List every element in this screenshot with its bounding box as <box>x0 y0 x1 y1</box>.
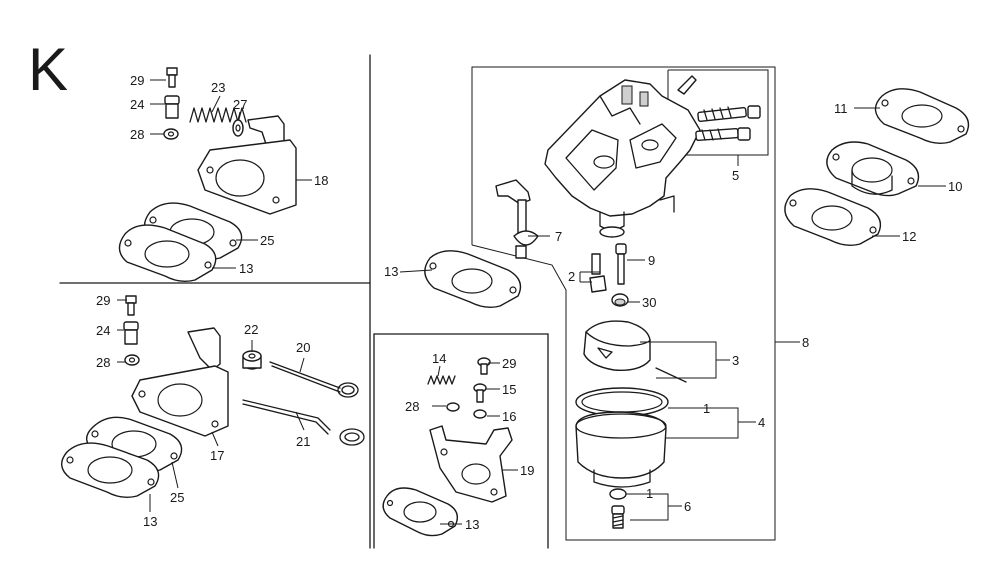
drain-bolt-6 <box>609 488 627 529</box>
callout-29: 29 <box>96 293 110 308</box>
governor-rod-20 <box>269 361 359 398</box>
callout-14: 14 <box>432 351 446 366</box>
callout-24: 24 <box>130 97 144 112</box>
callout-27: 27 <box>233 97 247 112</box>
gasket-13-center <box>424 250 522 309</box>
drain-washer-1 <box>609 488 627 500</box>
callout-1: 1 <box>646 486 653 501</box>
gasket-12 <box>784 188 882 247</box>
needle-jet-9 <box>615 243 627 285</box>
callout-22: 22 <box>244 322 258 337</box>
bolt-15 <box>473 383 487 403</box>
top-left-group <box>118 67 297 283</box>
callout-29: 29 <box>502 356 516 371</box>
callout-3: 3 <box>732 353 739 368</box>
callout-1: 1 <box>703 401 710 416</box>
float-chamber-4 <box>575 387 669 488</box>
callout-21: 21 <box>296 434 310 449</box>
section-letter: K <box>28 36 68 103</box>
bolt-29-middle <box>477 357 491 375</box>
spring-23 <box>189 107 247 123</box>
bottom-left-group <box>61 295 365 499</box>
section-dividers <box>59 54 549 549</box>
leader-lines <box>117 79 946 525</box>
jet-30 <box>611 293 629 307</box>
governor-rod-21 <box>242 399 365 446</box>
callout-13: 13 <box>143 514 157 529</box>
callout-labels: 29 24 28 23 27 18 25 13 29 24 28 22 20 2… <box>96 73 962 532</box>
callout-11: 11 <box>834 101 848 116</box>
callout-18: 18 <box>314 173 328 188</box>
washer-28-middle <box>446 402 460 412</box>
callout-28: 28 <box>405 399 419 414</box>
choke-lever-7 <box>495 179 539 259</box>
callout-12: 12 <box>902 229 916 244</box>
callout-30: 30 <box>642 295 656 310</box>
gasket-13-top <box>118 224 217 283</box>
gasket-11 <box>874 88 970 145</box>
governor-bracket-17 <box>131 327 229 437</box>
callout-7: 7 <box>555 229 562 244</box>
callout-9: 9 <box>648 253 655 268</box>
gasket-13-middle <box>382 487 458 537</box>
callout-28: 28 <box>96 355 110 370</box>
main-jet-2 <box>589 253 607 293</box>
callout-17: 17 <box>210 448 224 463</box>
callout-2: 2 <box>568 269 575 284</box>
callout-5: 5 <box>732 168 739 183</box>
callout-25: 25 <box>260 233 274 248</box>
callout-25: 25 <box>170 490 184 505</box>
collar-22 <box>242 350 262 370</box>
callout-4: 4 <box>758 415 765 430</box>
callout-13: 13 <box>239 261 253 276</box>
callout-10: 10 <box>948 179 962 194</box>
float-3 <box>583 320 687 383</box>
assembly-bracket-8 <box>471 66 800 541</box>
callout-8: 8 <box>802 335 809 350</box>
gasket-13-bottom <box>61 442 160 499</box>
callout-13: 13 <box>384 264 398 279</box>
control-plate-19 <box>429 425 513 503</box>
callout-20: 20 <box>296 340 310 355</box>
jet-parts <box>589 243 629 307</box>
governor-bracket-18 <box>197 115 297 215</box>
callout-13: 13 <box>465 517 479 532</box>
collar-24-bottom <box>123 321 139 345</box>
callout-15: 15 <box>502 382 516 397</box>
washer-16 <box>473 409 487 419</box>
callout-28: 28 <box>130 127 144 142</box>
middle-bottom-group <box>382 357 513 537</box>
callout-6: 6 <box>684 499 691 514</box>
callout-16: 16 <box>502 409 516 424</box>
callout-19: 19 <box>520 463 534 478</box>
bolt-29-top <box>166 67 178 88</box>
bolt-29-bottom <box>125 295 137 316</box>
insulator-10 <box>826 141 920 197</box>
carburetor-body <box>544 79 701 238</box>
screw-set-5 <box>677 75 761 142</box>
callout-24: 24 <box>96 323 110 338</box>
callout-29: 29 <box>130 73 144 88</box>
callout-23: 23 <box>211 80 225 95</box>
spring-14 <box>427 375 456 385</box>
collar-24-top <box>164 95 180 119</box>
